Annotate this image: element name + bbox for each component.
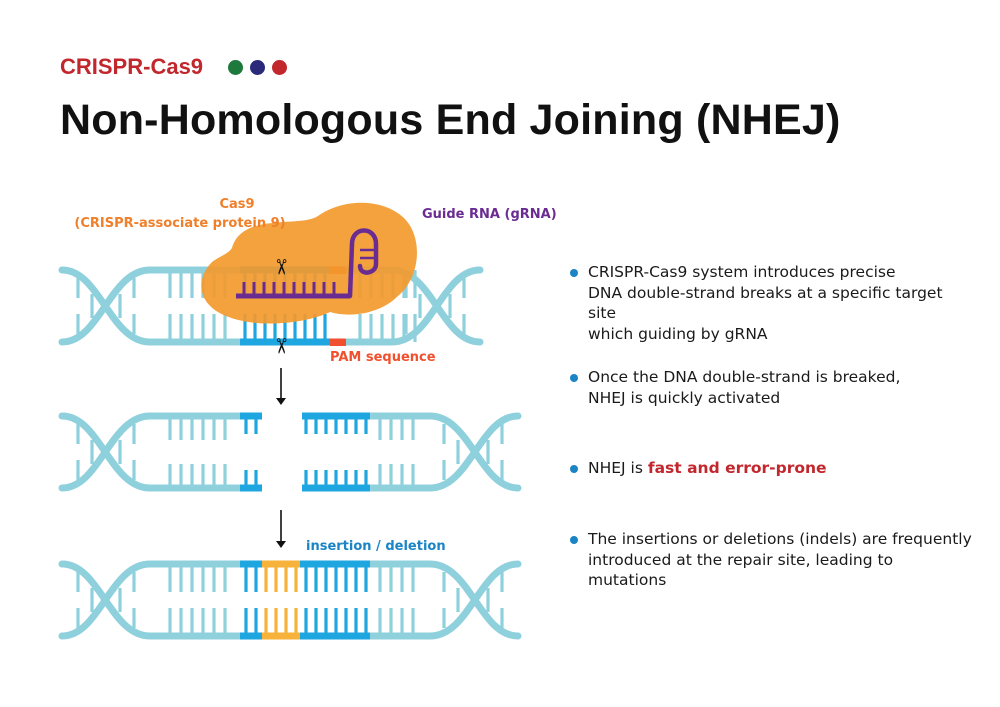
scissors-bottom-icon: ✂ — [269, 337, 293, 355]
scissors-top-icon: ✂ — [269, 258, 293, 276]
backbone-strand — [426, 560, 522, 640]
bullet-text: NHEJ is — [588, 459, 648, 477]
red-dot-icon — [272, 60, 287, 75]
grna-hairpin — [347, 228, 379, 299]
cas9-sublabel: (CRISPR-associate protein 9) — [74, 216, 285, 231]
green-dot-icon — [228, 60, 243, 75]
bullet-line: which guiding by gRNA — [588, 324, 768, 343]
navy-dot-icon — [250, 60, 265, 75]
pam-label: PAM sequence — [330, 350, 436, 365]
bullet-line: CRISPR-Cas9 system introduces precise — [588, 263, 896, 281]
bullet-line: The insertions or deletions (indels) are… — [588, 530, 972, 548]
repaired-dna-helix — [58, 560, 522, 640]
backbone-strand — [58, 412, 154, 492]
bullet-highlight: fast and error-prone — [647, 459, 827, 477]
arrow-head-icon — [276, 541, 286, 548]
arrow-head-icon — [276, 398, 286, 405]
backbone-strand — [58, 560, 154, 640]
bullet-line: introduced at the repair site, leading t… — [588, 550, 894, 590]
backbone-strand — [426, 412, 522, 492]
bullet-item: The insertions or deletions (indels) are… — [570, 529, 974, 591]
broken-dna-helix — [58, 412, 522, 492]
backbone-strand — [58, 266, 154, 346]
bullet-line: Once the DNA double-strand is breaked, — [588, 368, 901, 386]
bullet-item: Once the DNA double-strand is breaked, N… — [570, 367, 974, 408]
bullet-line: DNA double-strand breaks at a specific t… — [588, 283, 943, 323]
grna-label: Guide RNA (gRNA) — [422, 207, 557, 222]
bullet-dot-icon — [570, 374, 578, 382]
process-arrows — [276, 368, 286, 548]
pam-bottom — [330, 339, 346, 346]
indel-label: insertion / deletion — [306, 539, 446, 554]
guide-rna — [236, 228, 379, 299]
bullet-dot-icon — [570, 269, 578, 277]
bullet-item: NHEJ is fast and error-prone — [570, 458, 974, 479]
page-title: Non-Homologous End Joining (NHEJ) — [60, 96, 841, 144]
brand-label: CRISPR-Cas9 — [60, 54, 204, 79]
bullet-dot-icon — [570, 536, 578, 544]
cas9-label: Cas9 — [219, 197, 254, 212]
bullet-item: CRISPR-Cas9 system introduces precise DN… — [570, 262, 974, 344]
bullet-dot-icon — [570, 465, 578, 473]
bullet-line: NHEJ is quickly activated — [588, 388, 781, 407]
